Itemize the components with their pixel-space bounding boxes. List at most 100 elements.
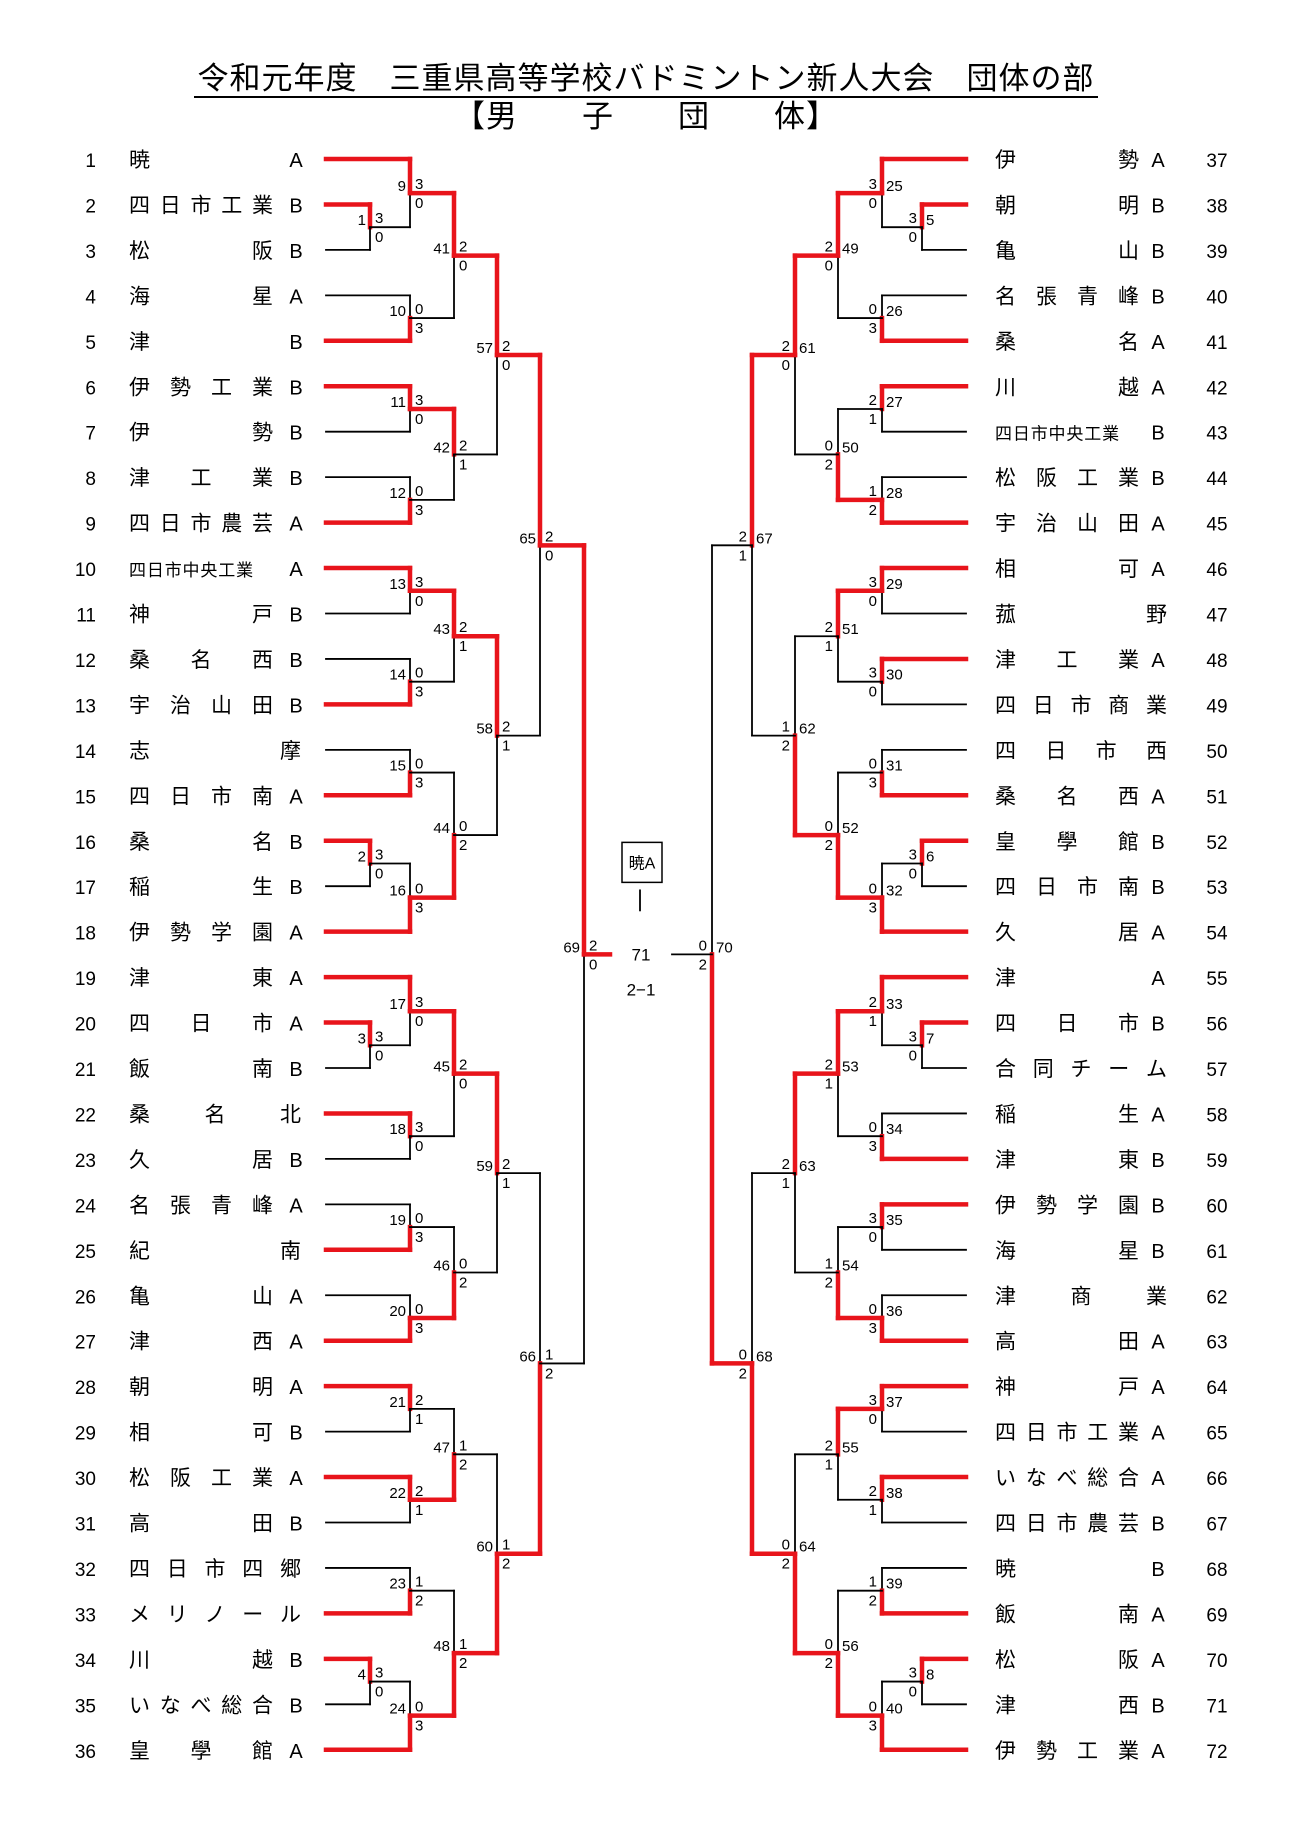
- final-match-number: 71: [632, 945, 651, 964]
- match-score: 0: [869, 301, 877, 318]
- team-name: チ: [1071, 1058, 1092, 1081]
- team-name: 商: [1071, 1285, 1092, 1308]
- team-name: 日: [167, 1558, 188, 1581]
- team-name: 市: [1077, 876, 1098, 899]
- match-score: 0: [459, 258, 467, 275]
- match-score: 3: [415, 574, 423, 591]
- match-score: 3: [869, 574, 877, 591]
- match-number: 28: [886, 485, 903, 502]
- team-number: 10: [75, 560, 96, 581]
- team-name: 合: [252, 1694, 273, 1717]
- team-number: 57: [1206, 1060, 1227, 1081]
- match-score: 2: [502, 338, 510, 355]
- team-number: 4: [85, 287, 96, 308]
- match-score: 0: [459, 818, 467, 835]
- team-number: 53: [1206, 878, 1227, 899]
- team-number: 24: [75, 1196, 97, 1217]
- team-name: 松: [995, 467, 1016, 490]
- team-number: 43: [1206, 424, 1227, 445]
- team-name: 相: [995, 558, 1016, 581]
- match-number: 19: [389, 1212, 406, 1229]
- team-name: べ: [191, 1694, 212, 1717]
- team-grade: B: [289, 377, 302, 399]
- match-score: 3: [415, 1119, 423, 1136]
- match-score: 3: [869, 1210, 877, 1227]
- team-number: 45: [1206, 515, 1227, 536]
- team-name: 治: [170, 694, 191, 717]
- team-name: メ: [129, 1603, 150, 1626]
- match-score: 3: [869, 665, 877, 682]
- team-name: 桑: [129, 1103, 150, 1126]
- team-number: 32: [75, 1560, 96, 1581]
- match-score: 1: [459, 638, 467, 655]
- match-number: 33: [886, 996, 903, 1013]
- match-score: 3: [415, 1320, 423, 1337]
- team-name: 勢: [1036, 1194, 1057, 1217]
- team-number: 18: [75, 924, 96, 945]
- match-score: 2: [415, 1593, 423, 1610]
- team-name: 田: [1118, 1331, 1139, 1354]
- team-number: 59: [1206, 1151, 1227, 1172]
- match-score: 3: [375, 1665, 383, 1682]
- match-number: 20: [389, 1303, 406, 1320]
- match-number: 63: [799, 1158, 816, 1175]
- team-name: 飯: [129, 1058, 150, 1081]
- match-number: 25: [886, 178, 903, 195]
- match-score: 3: [375, 846, 383, 863]
- team-name: 日: [1045, 740, 1066, 763]
- match-number: 30: [886, 667, 903, 684]
- match-number: 6: [926, 848, 934, 865]
- team-name: 四: [129, 1558, 150, 1581]
- team-name: 皇: [129, 1740, 150, 1763]
- team-name: 名: [1118, 331, 1139, 354]
- team-grade: B: [289, 1150, 302, 1172]
- team-name: 日: [1013, 425, 1030, 444]
- match-score: 0: [699, 937, 707, 954]
- match-number: 7: [926, 1030, 934, 1047]
- match-number: 23: [389, 1576, 406, 1593]
- team-number: 16: [75, 833, 96, 854]
- team-number: 30: [75, 1469, 96, 1490]
- team-name: 海: [995, 1240, 1016, 1263]
- match-score: 2: [782, 1156, 790, 1173]
- match-score: 0: [375, 1684, 383, 1701]
- match-number: 15: [389, 758, 406, 775]
- team-name: 川: [129, 1649, 150, 1672]
- team-grade: A: [289, 1332, 303, 1354]
- team-number: 41: [1206, 333, 1227, 354]
- match-number: 51: [842, 621, 859, 638]
- team-name: 四: [995, 1513, 1016, 1536]
- team-name: 津: [995, 1694, 1016, 1717]
- match-score: 3: [415, 1718, 423, 1735]
- team-grade: B: [289, 1650, 302, 1672]
- match-score: 1: [459, 456, 467, 473]
- team-number: 25: [75, 1242, 96, 1263]
- team-name: 暁: [129, 149, 150, 172]
- match-number: 45: [433, 1059, 450, 1076]
- team-number: 1: [85, 151, 96, 172]
- team-name: 四: [129, 513, 150, 536]
- team-number: 36: [75, 1742, 96, 1763]
- team-name: 戸: [252, 604, 273, 627]
- team-name: 可: [252, 1422, 273, 1445]
- team-name: 津: [129, 467, 150, 490]
- team-name: 志: [129, 740, 150, 763]
- match-score: 2: [869, 1593, 877, 1610]
- team-name: 勢: [170, 922, 191, 945]
- match-score: 0: [825, 1636, 833, 1653]
- team-grade: A: [289, 786, 303, 808]
- team-name: 川: [995, 376, 1016, 399]
- match-score: 0: [415, 483, 423, 500]
- team-name: 日: [1036, 876, 1057, 899]
- match-number: 12: [389, 485, 406, 502]
- match-score: 1: [825, 638, 833, 655]
- match-number: 59: [476, 1158, 493, 1175]
- team-name: 市: [252, 1013, 273, 1036]
- team-grade: A: [289, 1377, 303, 1399]
- match-score: 0: [415, 593, 423, 610]
- match-score: 2: [589, 937, 597, 954]
- match-score: 0: [375, 229, 383, 246]
- match-number: 53: [842, 1059, 859, 1076]
- team-number: 58: [1206, 1105, 1227, 1126]
- team-name: 工: [191, 467, 212, 490]
